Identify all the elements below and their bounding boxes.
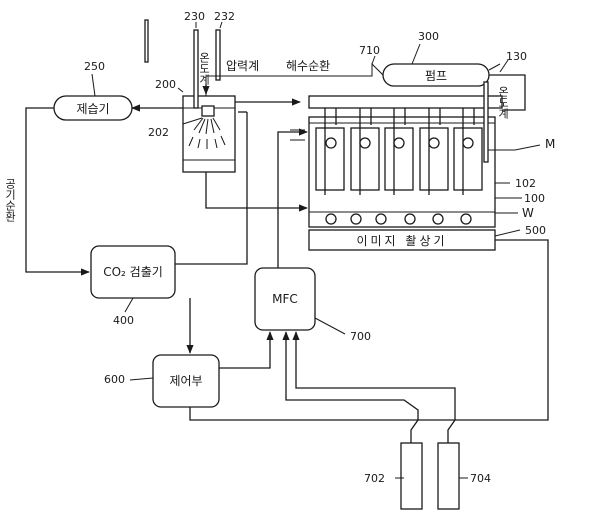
stray-bar: [145, 20, 148, 62]
marker-m-label: M: [545, 137, 555, 151]
thermometer-left-label: 온도계: [198, 52, 211, 86]
ref-500: 500: [525, 224, 546, 237]
seawater-circulation-label: 해수순환: [286, 59, 330, 73]
tank-assembly: [290, 82, 502, 227]
co2-detector-label: CO₂ 검출기: [103, 265, 163, 279]
gas-cylinder-704: [438, 443, 459, 509]
ref-400: 400: [113, 314, 134, 327]
ref-704: 704: [470, 472, 491, 485]
controller-label: 제어부: [169, 374, 202, 388]
ref-710: 710: [359, 44, 380, 57]
ref-300: 300: [418, 30, 439, 43]
ref-250: 250: [84, 60, 105, 73]
pump-label: 펌프: [425, 69, 447, 83]
gas-cylinder-702: [401, 443, 422, 509]
dehumidifier-label: 제습기: [76, 102, 109, 116]
ref-102: 102: [515, 177, 536, 190]
ref-200: 200: [155, 78, 176, 91]
camera-label: 이미지 촬상기: [356, 234, 447, 248]
ref-130: 130: [506, 50, 527, 63]
ref-702: 702: [364, 472, 385, 485]
nozzle-202: [202, 106, 214, 116]
mfc-label: MFC: [272, 292, 298, 306]
ref-232: 232: [214, 10, 235, 23]
pressure-gauge-label: 압력계: [226, 59, 259, 73]
air-circulation-label: 공기순환: [4, 178, 17, 222]
thermometer-right-label: 온도계: [497, 86, 510, 120]
pipe-710: [309, 96, 502, 108]
ref-600: 600: [104, 373, 125, 386]
ref-202: 202: [148, 126, 169, 139]
marker-w-label: W: [522, 206, 534, 220]
pressure-probe-232: [216, 30, 220, 80]
ref-700: 700: [350, 330, 371, 343]
thermometer-probe-130: [484, 82, 488, 162]
ref-100: 100: [524, 192, 545, 205]
ref-230: 230: [184, 10, 205, 23]
